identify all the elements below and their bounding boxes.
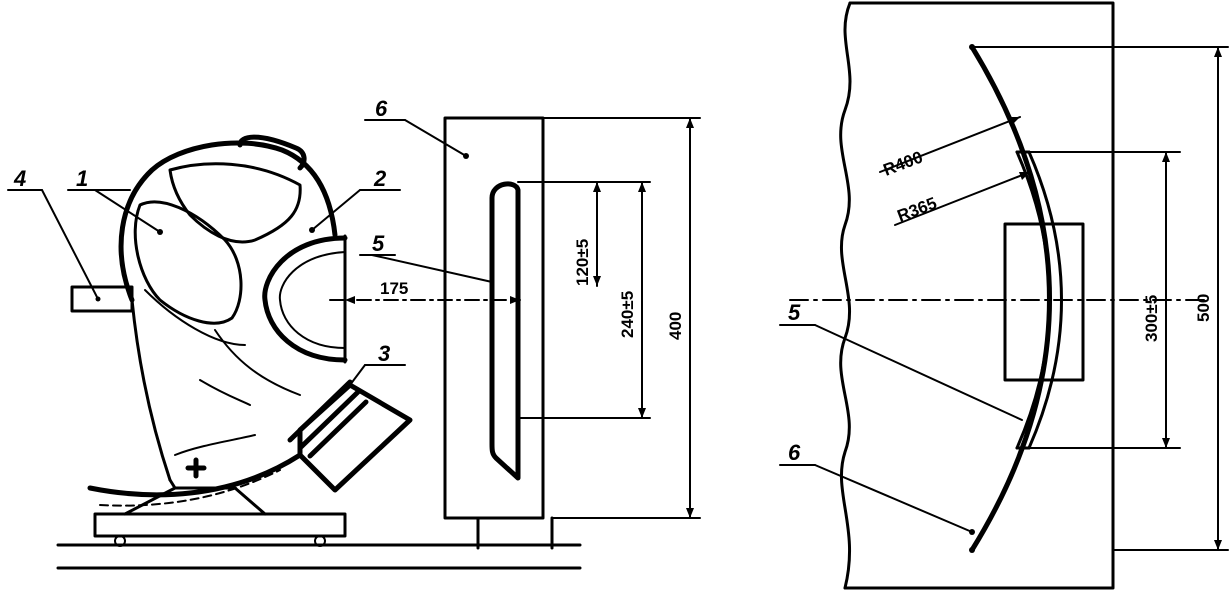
target-panel-right xyxy=(839,1,1115,590)
dimension-labels-left: 175 120±5 240±5 400 xyxy=(380,239,685,340)
callout-3: 3 xyxy=(378,341,390,366)
left-view: 4 1 2 5 6 3 175 120±5 240±5 400 xyxy=(7,96,701,570)
dimension-distance: 175 xyxy=(380,279,408,298)
rocking-base xyxy=(87,452,303,516)
callout-labels-right: 5 6 xyxy=(788,300,801,465)
callout-1: 1 xyxy=(76,166,88,191)
dimension-outer-radius: R400 xyxy=(881,147,926,179)
visor-window xyxy=(262,234,348,364)
dimension-panel-height-right: 500 xyxy=(1194,294,1213,322)
dimension-inner-radius: R365 xyxy=(895,193,940,225)
callout-2: 2 xyxy=(373,166,387,191)
slot-arc xyxy=(1015,150,1063,450)
outer-arc xyxy=(969,44,1052,553)
target-slot xyxy=(489,181,651,481)
filter-canister xyxy=(287,379,413,493)
dimension-slot-upper: 120±5 xyxy=(573,239,592,286)
callout-4: 4 xyxy=(13,166,26,191)
radius-leaders xyxy=(879,116,1031,226)
callout-6-right: 6 xyxy=(788,440,801,465)
leader-lines-right xyxy=(779,324,1023,535)
mount-bracket xyxy=(70,285,134,313)
callout-6: 6 xyxy=(375,96,388,121)
base-rails xyxy=(56,543,582,570)
helmet-body xyxy=(118,134,338,482)
leader-lines-left xyxy=(7,119,493,386)
cart-platform xyxy=(93,512,347,547)
dimension-lines-left xyxy=(329,117,701,519)
callout-5: 5 xyxy=(372,231,385,256)
callout-labels-left: 4 1 2 5 6 3 xyxy=(13,96,390,366)
dimension-panel-height: 400 xyxy=(666,312,685,340)
dimension-slot-length-right: 300±5 xyxy=(1142,295,1161,342)
dimension-lines-right xyxy=(971,46,1229,551)
right-view: 5 6 R400 R365 300±5 500 xyxy=(779,1,1229,590)
callout-5-right: 5 xyxy=(788,300,801,325)
dimension-slot-length: 240±5 xyxy=(618,291,637,338)
